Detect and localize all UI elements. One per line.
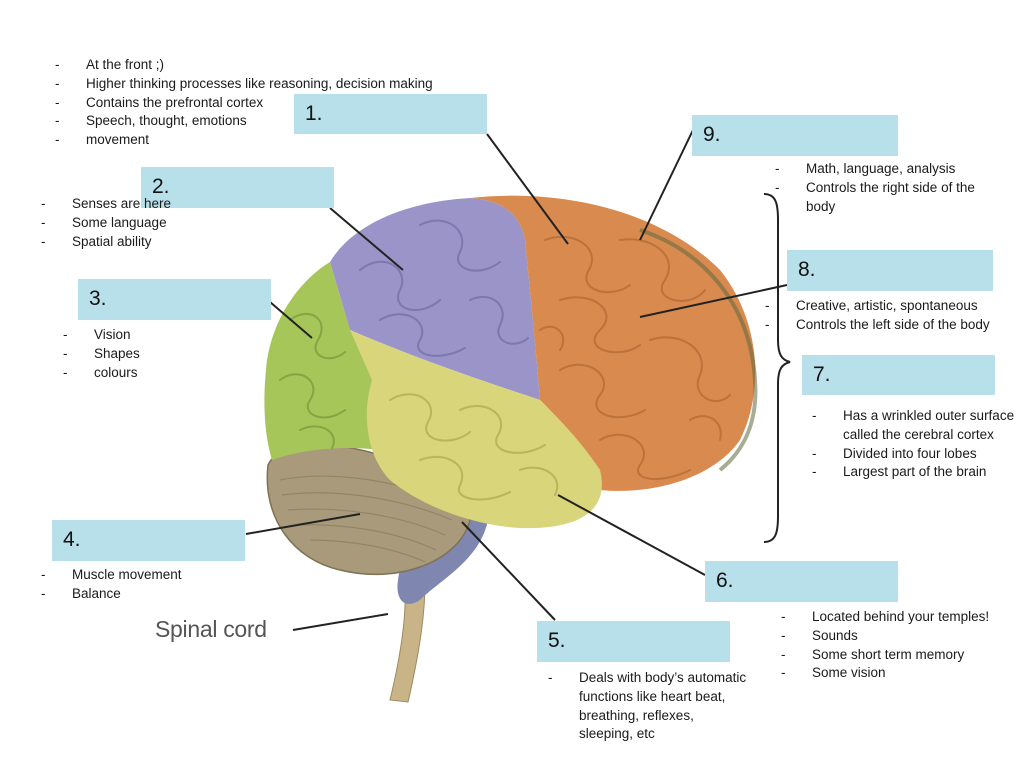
note-item: Math, language, analysis: [775, 160, 976, 179]
note-item: Shapes: [63, 345, 140, 364]
note-item: Has a wrinkled outer surface called the …: [812, 407, 1018, 445]
label-box-8[interactable]: 8.: [787, 250, 993, 291]
notes-8: Creative, artistic, spontaneous Controls…: [765, 297, 990, 335]
notes-9: Math, language, analysis Controls the ri…: [775, 160, 976, 217]
label-box-6[interactable]: 6.: [705, 561, 898, 602]
note-item: Muscle movement: [41, 566, 181, 585]
note-item: movement: [55, 131, 433, 150]
note-item: Some short term memory: [781, 646, 992, 665]
note-item: Some vision: [781, 664, 992, 683]
label-box-4[interactable]: 4.: [52, 520, 245, 561]
note-item: Divided into four lobes: [812, 445, 1018, 464]
notes-3: Vision Shapes colours: [63, 326, 140, 383]
note-item: Balance: [41, 585, 182, 604]
note-item: colours: [63, 364, 140, 383]
parietal-lobe: [330, 198, 540, 400]
frontal-lobe: [470, 195, 756, 491]
note-item: At the front ;): [55, 56, 433, 75]
label-box-5[interactable]: 5.: [537, 621, 730, 662]
note-item: Contains the prefrontal cortex: [55, 94, 433, 113]
label-box-2[interactable]: 2.: [141, 167, 334, 208]
note-item: Higher thinking processes like reasoning…: [55, 75, 433, 94]
note-item: Some language: [41, 214, 171, 233]
notes-4: Muscle movement Balance: [41, 566, 182, 604]
note-item: Sounds: [781, 627, 992, 646]
note-item: Senses are here: [41, 195, 171, 214]
notes-1: At the front ;) Higher thinking processe…: [55, 56, 433, 150]
notes-5: Deals with body’s automatic functions li…: [548, 669, 749, 744]
temporal-lobe: [350, 330, 602, 529]
label-box-9[interactable]: 9.: [692, 115, 898, 156]
label-box-7[interactable]: 7.: [802, 355, 995, 395]
occipital-lobe: [264, 262, 384, 460]
label-box-3[interactable]: 3.: [78, 279, 271, 320]
note-item: Spatial ability: [41, 233, 171, 252]
note-item: Vision: [63, 326, 140, 345]
note-item: Creative, artistic, spontaneous: [765, 297, 990, 316]
notes-6: Located behind your temples! Sounds Some…: [781, 608, 992, 683]
notes-2: Senses are here Some language Spatial ab…: [41, 195, 171, 252]
note-item: Controls the left side of the body: [765, 316, 990, 335]
note-item: Controls the right side of the body: [775, 179, 976, 217]
note-item: Located behind your temples!: [781, 608, 992, 627]
note-item: Speech, thought, emotions: [55, 112, 433, 131]
spinal-cord-label: Spinal cord: [155, 616, 267, 642]
note-item: Deals with body’s automatic functions li…: [548, 669, 749, 744]
notes-7: Has a wrinkled outer surface called the …: [812, 407, 1018, 482]
curly-brace: [763, 193, 791, 543]
note-item: Largest part of the brain: [812, 463, 1018, 482]
